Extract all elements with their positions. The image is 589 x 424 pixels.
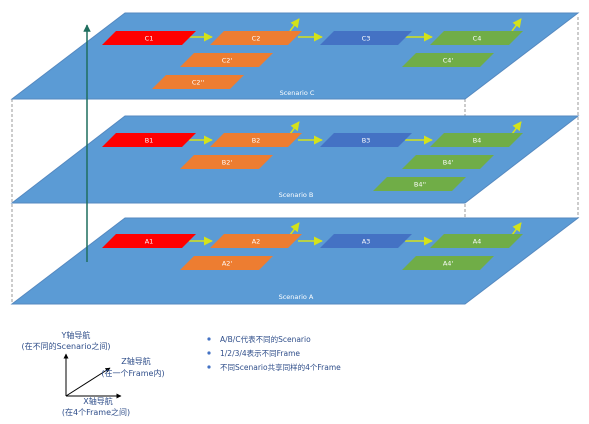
x-axis-title: X轴导航	[83, 396, 112, 406]
legend-bullet-1	[207, 337, 211, 341]
node-c2p-label: C2'	[222, 57, 233, 65]
scenario-c-connectors	[189, 18, 522, 42]
node-b4p-label: B4'	[443, 159, 454, 167]
legend-bullet-2	[207, 351, 211, 355]
node-a3-label: A3	[362, 238, 371, 246]
scenario-c-layer: C1 C2 C3 C4 C2' C2'' C4' Scenario C	[10, 12, 580, 100]
scenario-c-label: Scenario C	[280, 89, 315, 97]
node-c4-label: C4	[473, 35, 482, 43]
bullet-legend: A/B/C代表不同的Scenario 1/2/3/4表示不同Frame 不同Sc…	[207, 334, 341, 372]
scenario-a-label: Scenario A	[279, 293, 314, 301]
node-a1: A1	[102, 234, 196, 248]
legend-item-1: A/B/C代表不同的Scenario	[220, 334, 311, 344]
node-b2p-label: B2'	[222, 159, 233, 167]
node-a2: A2	[210, 234, 302, 248]
axis-legend: Y轴导航 (在不同的Scenario之间) Z轴导航 (在一个Frame内) X…	[21, 330, 164, 417]
legend-bullet-3	[207, 365, 211, 369]
node-a4-label: A4	[473, 238, 482, 246]
node-b1: B1	[102, 133, 196, 147]
node-c4p-label: C4'	[443, 57, 454, 65]
node-a4p-label: A4'	[443, 260, 454, 268]
node-a1-label: A1	[145, 238, 154, 246]
scenario-b-plane	[10, 115, 580, 204]
scenario-b-label: Scenario B	[279, 191, 314, 199]
node-b4p: B4'	[402, 155, 494, 169]
node-b2p: B2'	[180, 155, 273, 169]
y-axis-title: Y轴导航	[61, 330, 91, 340]
node-c4: C4	[430, 31, 523, 45]
node-c2-label: C2	[252, 35, 261, 43]
node-c1: C1	[102, 31, 196, 45]
node-c4p: C4'	[402, 53, 494, 67]
node-c2: C2	[210, 31, 302, 45]
node-b4-label: B4	[473, 137, 482, 145]
node-a2-label: A2	[252, 238, 261, 246]
node-c2pp: C2''	[152, 75, 244, 89]
node-c2pp-label: C2''	[192, 79, 204, 87]
x-axis-desc: (在4个Frame之间)	[62, 407, 130, 417]
node-c2p: C2'	[180, 53, 273, 67]
scenario-a-layer: A1 A2 A3 A4 A2' A4' Scenario A	[10, 217, 580, 305]
node-b3-label: B3	[362, 137, 371, 145]
node-b3: B3	[320, 133, 412, 147]
node-a3: A3	[320, 234, 412, 248]
scenario-b-layer: B1 B2 B3 B4 B2' B4' B4'' Scenario B	[10, 115, 580, 204]
node-a2p-label: A2'	[222, 260, 233, 268]
node-b2-label: B2	[252, 137, 261, 145]
node-c3-label: C3	[362, 35, 371, 43]
legend-item-3: 不同Scenario共享同样的4个Frame	[220, 362, 341, 372]
scenario-c-plane	[10, 12, 580, 100]
node-c3: C3	[320, 31, 412, 45]
scenario-a-plane	[10, 217, 580, 305]
scenario-b-connectors	[189, 121, 522, 145]
legend-item-2: 1/2/3/4表示不同Frame	[220, 348, 300, 358]
scenario-a-connectors	[189, 222, 522, 246]
node-b1-label: B1	[145, 137, 154, 145]
z-axis-desc: (在一个Frame内)	[101, 368, 164, 378]
node-b4pp-label: B4''	[414, 181, 426, 189]
node-c1-label: C1	[145, 35, 154, 43]
z-axis-title: Z轴导航	[121, 356, 150, 366]
z-axis-arrow	[65, 367, 111, 397]
node-a4: A4	[430, 234, 523, 248]
y-axis-desc: (在不同的Scenario之间)	[21, 341, 110, 351]
node-a2p: A2'	[180, 256, 273, 270]
node-a4p: A4'	[402, 256, 494, 270]
node-b4: B4	[430, 133, 523, 147]
node-b2: B2	[210, 133, 302, 147]
node-b4pp: B4''	[373, 177, 466, 191]
